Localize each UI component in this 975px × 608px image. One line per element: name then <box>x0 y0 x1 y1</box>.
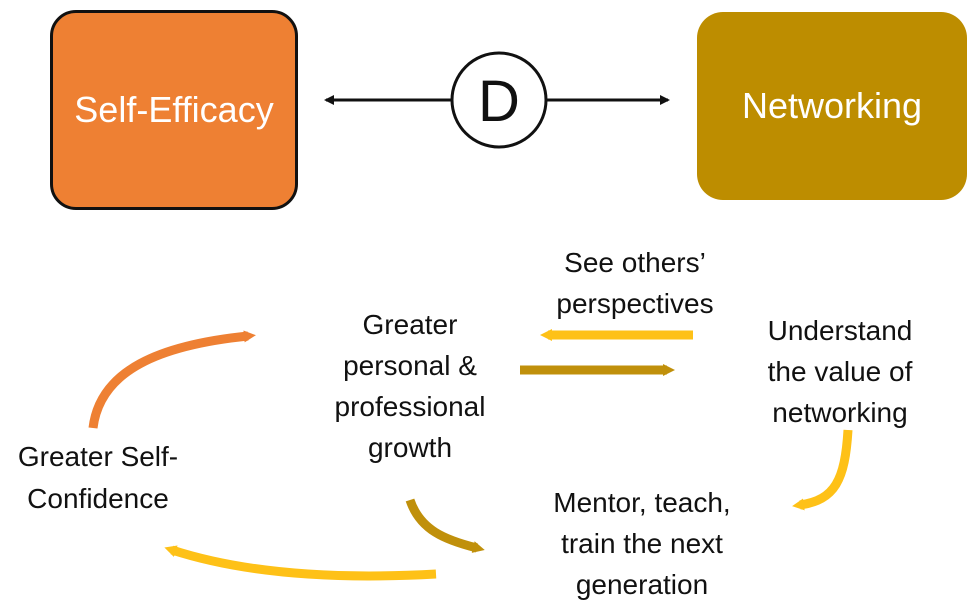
self-efficacy-label: Self-Efficacy <box>74 89 274 130</box>
networking-box: Networking <box>697 12 967 200</box>
arrow-mentor-to-confidence <box>164 545 437 581</box>
self-efficacy-box: Self-Efficacy <box>50 10 298 210</box>
connector-circle <box>450 51 548 149</box>
see-others-label: See others’ perspectives <box>556 247 714 319</box>
mentor-label: Mentor, teach, train the next generation <box>553 487 731 600</box>
arrow-understand-to-mentor <box>792 429 853 511</box>
connector-letter: D <box>478 69 520 134</box>
understand-label: Understand the value of networking <box>767 315 913 428</box>
growth-label: Greater personal & professional growth <box>334 309 486 463</box>
double-arrow-connector: D <box>324 51 670 149</box>
confidence-label: Greater Self- Confidence <box>17 441 179 514</box>
arrow-confidence-to-growth <box>88 330 256 429</box>
arrow-growth-to-mentor <box>405 498 485 553</box>
networking-label: Networking <box>741 85 923 126</box>
